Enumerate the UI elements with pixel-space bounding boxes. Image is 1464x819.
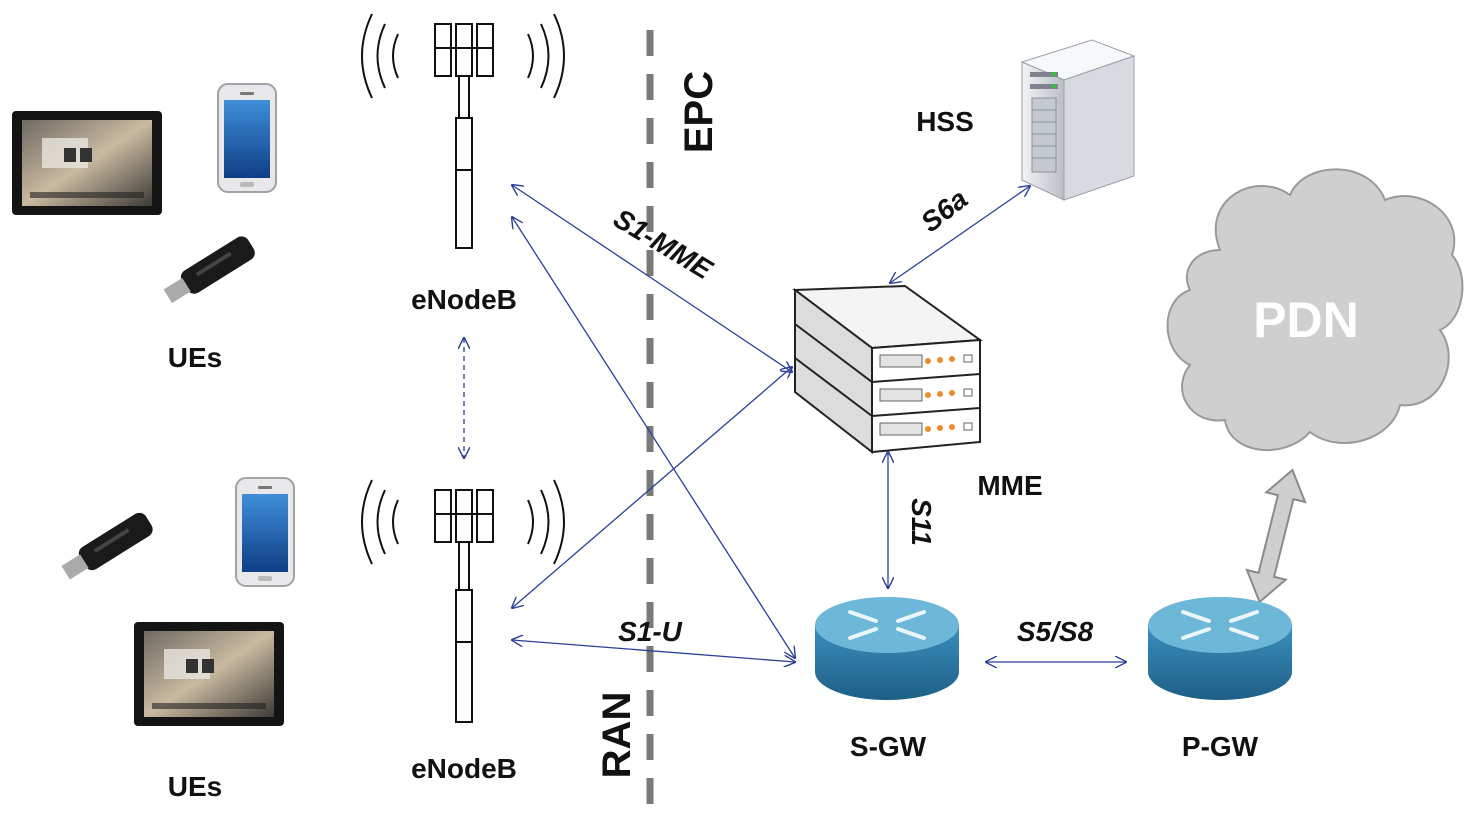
s1-mme-label: S1-MME [608, 203, 718, 286]
s6a-link [890, 186, 1030, 283]
hss-server-icon [1020, 39, 1136, 201]
ues-bottom-label: UEs [168, 771, 222, 802]
sgw-label: S-GW [850, 731, 927, 762]
usb-modem-icon [163, 236, 255, 304]
s1-u-link-top [512, 217, 795, 658]
tablet-icon [134, 622, 284, 726]
pgw-pdn-link [1245, 468, 1307, 604]
cell-tower-icon [361, 13, 565, 249]
router-icon [1148, 597, 1292, 700]
s1-u-label: S1-U [618, 616, 683, 647]
s6a-label: S6a [915, 183, 973, 238]
smartphone-icon [217, 83, 277, 193]
tablet-icon [12, 111, 162, 215]
mme-label: MME [977, 470, 1042, 501]
cloud-icon [1166, 168, 1464, 452]
s5-s8-label: S5/S8 [1017, 616, 1094, 647]
enodeb-bottom-label: eNodeB [411, 753, 517, 784]
cell-tower-icon [361, 479, 565, 723]
smartphone-icon [235, 477, 295, 587]
pdn-label: PDN [1253, 292, 1359, 348]
s1-u-link-bottom [512, 640, 795, 662]
s11-label: S11 [906, 498, 937, 546]
epc-label: EPC [677, 71, 721, 153]
router-icon [815, 597, 959, 700]
hss-label: HSS [916, 106, 974, 137]
enodeb-top-label: eNodeB [411, 284, 517, 315]
ues-top-label: UEs [168, 342, 222, 373]
usb-modem-icon [61, 512, 153, 580]
ran-label: RAN [595, 692, 639, 779]
s1-mme-link-bottom [512, 367, 792, 608]
server-rack-icon [792, 284, 983, 455]
pgw-label: P-GW [1182, 731, 1259, 762]
